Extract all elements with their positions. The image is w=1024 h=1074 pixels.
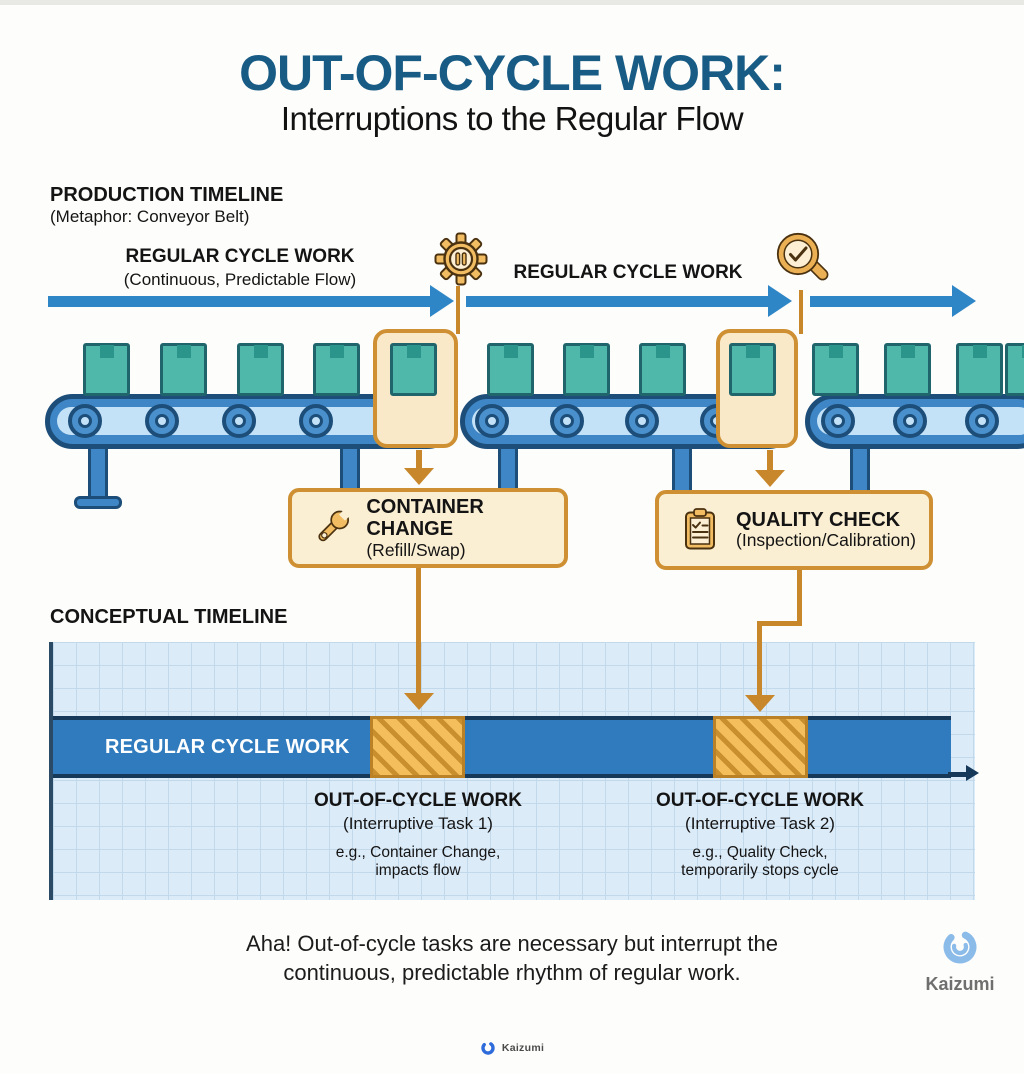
oocw-example: impacts flow xyxy=(375,862,461,879)
timeline-bar-label: REGULAR CYCLE WORK xyxy=(105,735,350,758)
callout-title: QUALITY CHECK xyxy=(736,509,901,531)
conveyor-box xyxy=(639,343,686,396)
magnifier-check-icon xyxy=(776,232,829,281)
conveyor-box xyxy=(83,343,130,396)
takeaway-line-2: continuous, predictable rhythm of regula… xyxy=(283,959,741,985)
conveyor-leg xyxy=(88,445,108,500)
conceptual-timeline-heading: CONCEPTUAL TIMELINE xyxy=(50,606,288,628)
conveyor-box-highlighted xyxy=(390,343,437,396)
oocw-title: OUT-OF-CYCLE WORK xyxy=(314,790,522,811)
conveyor-roller xyxy=(145,404,179,438)
down-arrow-1-head xyxy=(404,468,434,485)
wrench-icon xyxy=(318,508,352,542)
regular-cycle-work-sublabel-1: (Continuous, Predictable Flow) xyxy=(123,270,357,289)
regular-cycle-work-label-1: REGULAR CYCLE WORK xyxy=(125,246,355,267)
brand-block: Kaizumi xyxy=(916,926,1004,995)
takeaway-line-1: Aha! Out-of-cycle tasks are necessary bu… xyxy=(246,931,778,956)
oocw-example: e.g., Container Change, xyxy=(335,844,501,861)
timeline-axis xyxy=(948,772,968,777)
connector-arrow-2-segment xyxy=(797,569,802,625)
connector-arrow-2-segment xyxy=(757,621,762,697)
conveyor-roller xyxy=(965,404,999,438)
out-of-cycle-label-1: OUT-OF-CYCLE WORK (Interruptive Task 1) … xyxy=(258,790,578,880)
conveyor-roller xyxy=(222,404,256,438)
conveyor-leg xyxy=(498,445,518,492)
top-strip xyxy=(0,0,1024,5)
conveyor-leg xyxy=(672,445,692,494)
page-title: OUT-OF-CYCLE WORK: xyxy=(239,45,786,101)
conveyor-box xyxy=(884,343,931,396)
connector-arrow-2-head xyxy=(745,695,775,712)
oocw-subtitle: (Interruptive Task 2) xyxy=(685,814,835,833)
conveyor-leg xyxy=(340,445,360,492)
hatch-block-2 xyxy=(713,716,808,778)
conveyor-roller xyxy=(68,404,102,438)
flow-arrow-3 xyxy=(810,296,952,307)
conveyor-foot xyxy=(74,496,122,509)
oocw-title: OUT-OF-CYCLE WORK xyxy=(656,790,864,811)
flow-arrow-3-head xyxy=(952,285,976,317)
callout-subtitle: (Inspection/Calibration) xyxy=(736,530,916,551)
conveyor-box xyxy=(956,343,1003,396)
conveyor-box xyxy=(1005,343,1024,396)
callout-title: CONTAINER CHANGE xyxy=(366,495,484,541)
callout-subtitle: (Refill/Swap) xyxy=(366,539,466,560)
conveyor-roller xyxy=(821,404,855,438)
timeline-axis-arrow xyxy=(966,765,979,781)
conveyor-leg xyxy=(850,445,870,494)
conveyor-roller xyxy=(550,404,584,438)
production-timeline-metaphor: (Metaphor: Conveyor Belt) xyxy=(50,207,250,226)
conveyor-box xyxy=(237,343,284,396)
takeaway-text: Aha! Out-of-cycle tasks are necessary bu… xyxy=(112,930,912,987)
callout-container-change: CONTAINER CHANGE (Refill/Swap) xyxy=(288,488,568,568)
footer-logo-icon xyxy=(481,1041,495,1055)
down-arrow-2 xyxy=(767,450,773,472)
connector-arrow-1 xyxy=(416,567,421,695)
interruption-marker-line-1 xyxy=(456,286,460,334)
oocw-example: temporarily stops cycle xyxy=(681,862,839,879)
conveyor-box-highlighted xyxy=(729,343,776,396)
interruption-marker-line-2 xyxy=(799,290,803,334)
oocw-subtitle: (Interruptive Task 1) xyxy=(343,814,493,833)
conveyor-roller xyxy=(299,404,333,438)
conveyor-box xyxy=(487,343,534,396)
conveyor-roller xyxy=(625,404,659,438)
flow-arrow-1-head xyxy=(430,285,454,317)
kaizumi-logo-icon xyxy=(943,930,977,964)
conveyor-box xyxy=(563,343,610,396)
kaizumi-wordmark: Kaizumi xyxy=(925,974,995,994)
connector-arrow-1-head xyxy=(404,693,434,710)
out-of-cycle-label-2: OUT-OF-CYCLE WORK (Interruptive Task 2) … xyxy=(600,790,920,880)
flow-arrow-1 xyxy=(48,296,430,307)
down-arrow-1 xyxy=(416,450,422,470)
regular-cycle-work-label-2: REGULAR CYCLE WORK xyxy=(513,262,743,283)
flow-arrow-2-head xyxy=(768,285,792,317)
connector-arrow-2-segment xyxy=(757,621,802,626)
footer-brand-name: Kaizumi xyxy=(501,1042,545,1054)
conveyor-box xyxy=(812,343,859,396)
hatch-block-1 xyxy=(370,716,465,778)
clipboard-checklist-icon xyxy=(685,508,715,550)
callout-quality-check: QUALITY CHECK (Inspection/Calibration) xyxy=(655,490,933,570)
conveyor-roller xyxy=(893,404,927,438)
down-arrow-2-head xyxy=(755,470,785,487)
oocw-example: e.g., Quality Check, xyxy=(692,844,828,861)
footer-brand-block: Kaizumi xyxy=(0,1040,1024,1056)
conveyor-box xyxy=(313,343,360,396)
gear-pause-icon xyxy=(434,232,488,286)
flow-arrow-2 xyxy=(466,296,768,307)
page-subtitle: Interruptions to the Regular Flow xyxy=(280,100,744,137)
conveyor-box xyxy=(160,343,207,396)
production-timeline-heading: PRODUCTION TIMELINE xyxy=(50,184,284,206)
conveyor-roller xyxy=(475,404,509,438)
